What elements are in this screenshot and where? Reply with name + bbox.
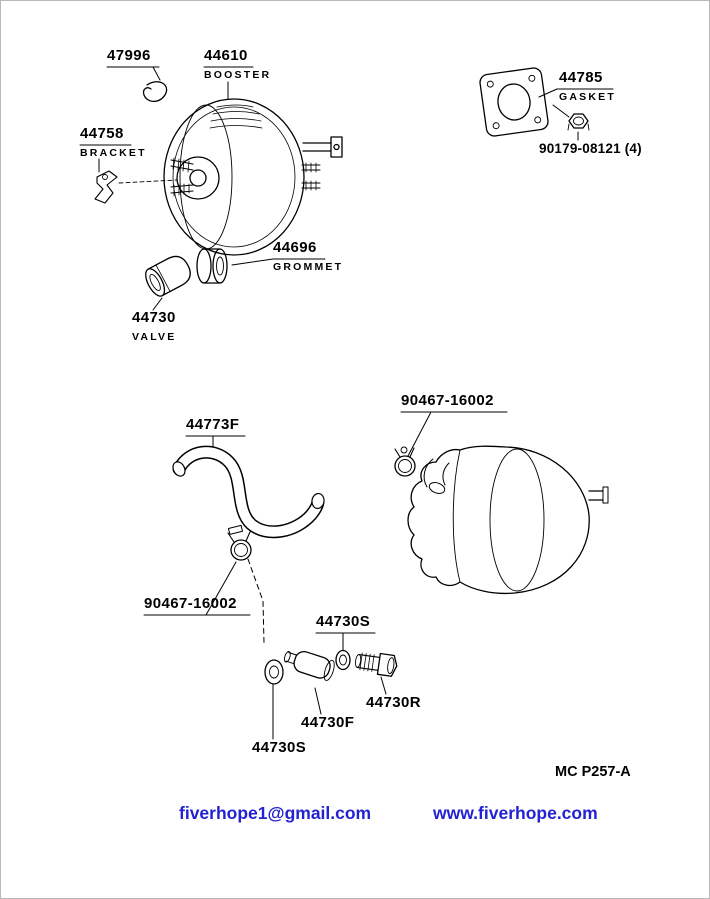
- part-number-valve: 44730: [132, 309, 176, 326]
- label-booster: 44610 BOOSTER: [204, 47, 272, 81]
- label-grommet: 44696 GROMMET: [273, 239, 344, 273]
- valve-grommet-drawing: [264, 659, 284, 685]
- part-name-bracket: BRACKET: [80, 146, 147, 159]
- part-number-valve-washer: 44730S: [316, 613, 371, 630]
- clip-drawing: [142, 81, 168, 103]
- label-check-valve-bolt: 44730R: [366, 694, 421, 712]
- label-hose: 44773F: [186, 416, 240, 434]
- part-number-clip: 47996: [107, 47, 151, 64]
- label-booster-nut: 90179-08121 (4): [539, 141, 642, 157]
- label-valve-washer: 44730S: [316, 613, 371, 631]
- part-name-booster: BOOSTER: [204, 68, 272, 81]
- gasket-drawing: [479, 67, 549, 137]
- mounting-nut-drawing: [567, 113, 590, 131]
- leader-lines: [79, 66, 614, 740]
- contact-email-link[interactable]: fiverhope1@gmail.com: [179, 803, 372, 823]
- part-number-hose-clamp-upper: 90467-16002: [401, 392, 494, 409]
- check-valve-drawing: [284, 650, 335, 681]
- part-number-check-valve: 44730F: [301, 714, 355, 731]
- label-hose-clamp-upper: 90467-16002: [401, 392, 494, 410]
- check-valve-bolt-drawing: [355, 652, 398, 677]
- valve-drawing: [145, 255, 191, 297]
- brake-booster-rear-drawing: [407, 445, 609, 595]
- valve-washer-drawing: [335, 649, 351, 671]
- label-bracket: 44758 BRACKET: [80, 125, 147, 159]
- part-number-grommet: 44696: [273, 239, 317, 256]
- part-name-grommet: GROMMET: [273, 260, 344, 273]
- label-gasket: 44785 GASKET: [559, 69, 616, 103]
- grommet-drawing: [196, 248, 228, 284]
- part-number-booster: 44610: [204, 47, 248, 64]
- bracket-drawing: [94, 170, 178, 204]
- part-number-hose-clamp-lower: 90467-16002: [144, 595, 237, 612]
- part-number-gasket: 44785: [559, 69, 603, 86]
- hose-clamp-lower-drawing: [227, 524, 252, 561]
- contact-website-link[interactable]: www.fiverhope.com: [433, 803, 598, 823]
- label-hose-clamp-lower: 90467-16002: [144, 595, 237, 613]
- part-number-check-valve-bolt: 44730R: [366, 694, 421, 711]
- brake-booster-drawing: [163, 98, 343, 256]
- hose-clamp-upper-drawing: [394, 446, 416, 477]
- figure-code: MC P257-A: [555, 764, 631, 780]
- part-number-bracket: 44758: [80, 125, 124, 142]
- assembly-dashed-line: [247, 558, 265, 644]
- label-valve-grommet: 44730S: [252, 739, 307, 757]
- vacuum-hose-drawing: [172, 445, 325, 539]
- part-number-hose: 44773F: [186, 416, 240, 433]
- label-valve: 44730 VALVE: [132, 309, 177, 343]
- part-name-valve: VALVE: [132, 330, 177, 343]
- part-number-booster-nut: 90179-08121 (4): [539, 141, 642, 156]
- label-clip: 47996: [107, 47, 151, 65]
- label-check-valve: 44730F: [301, 714, 355, 732]
- part-name-gasket: GASKET: [559, 90, 616, 103]
- part-number-valve-grommet: 44730S: [252, 739, 307, 756]
